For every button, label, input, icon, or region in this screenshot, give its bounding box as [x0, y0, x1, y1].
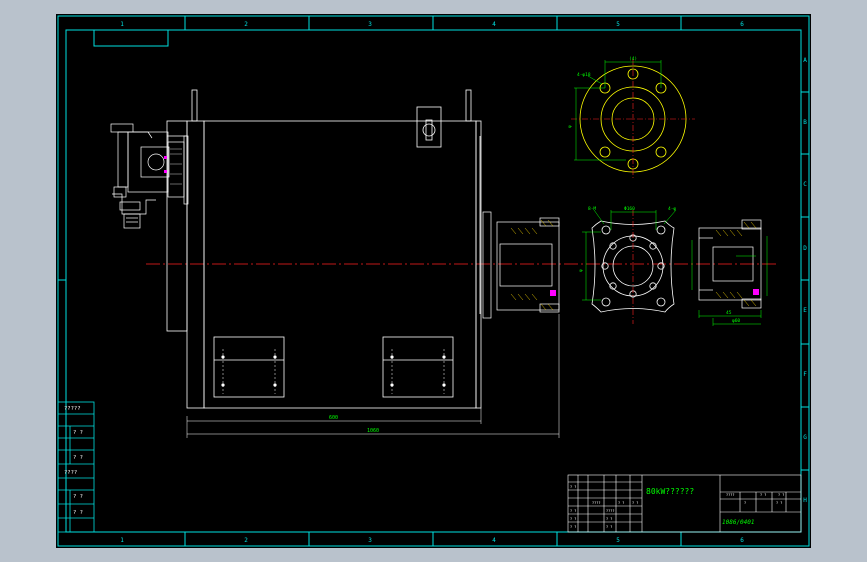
sleeve-section-dimensions: [691, 236, 768, 326]
zone-letter-d: D: [803, 245, 807, 252]
dim-width-total: 1060: [367, 428, 379, 434]
zone-letter-h: H: [803, 497, 807, 504]
svg-text:?: ?: [744, 501, 746, 505]
zone-letter-c: C: [803, 181, 807, 188]
drawing-frame: [57, 15, 810, 547]
zone-letter-g: G: [803, 434, 807, 441]
svg-text:? ?: ? ?: [618, 501, 624, 505]
svg-text:? ?: ? ?: [570, 509, 576, 513]
zone-number-top-1: 1: [120, 21, 124, 28]
left-table-label-2: ? ?: [73, 430, 83, 436]
flange-height-dim: φ: [568, 125, 573, 128]
zone-number-bottom-6: 6: [740, 537, 744, 544]
sleeve-seal: [550, 290, 556, 296]
zone-letter-f: F: [803, 371, 807, 378]
coupling-dimensions: [582, 209, 677, 301]
zone-number-top-2: 2: [244, 21, 248, 28]
drawing-sheet: 1 2 3 4 5 6 1 2 3 4 5 6 A B C D E F G H …: [56, 14, 811, 548]
svg-text:? ?: ? ?: [778, 493, 784, 497]
company-name: 1086/0401: [722, 519, 755, 526]
flange-hole-spec: 4-φ18: [577, 72, 591, 78]
winch-main-body: [166, 89, 482, 409]
left-table-label-5: ? ?: [73, 494, 83, 500]
sleeve-hatching: [510, 219, 554, 311]
coupling-hole-right: 4-φ: [668, 206, 676, 212]
left-table-label-6: ? ?: [73, 510, 83, 516]
svg-text:? ?: ? ?: [632, 501, 638, 505]
sleeve-section-hatching: [715, 221, 757, 307]
coupling-height-dim: φ: [579, 269, 584, 272]
svg-text:? ?: ? ?: [776, 501, 782, 505]
left-revision-table: [57, 401, 95, 533]
flange-top-dim: (4): [629, 56, 637, 62]
left-table-label-4: ????: [64, 470, 77, 476]
zone-letter-e: E: [803, 307, 807, 314]
zone-number-bottom-2: 2: [244, 537, 248, 544]
flange-dimensions: [574, 60, 662, 161]
svg-text:? ?: ? ?: [570, 525, 576, 529]
zone-number-top-6: 6: [740, 21, 744, 28]
svg-text:? ?: ? ?: [606, 517, 612, 521]
svg-text:? ?: ? ?: [570, 517, 576, 521]
zone-letter-b: B: [803, 119, 807, 126]
sleeve-dim-b: φ60: [732, 318, 740, 324]
cad-drawing: 1 2 3 4 5 6 1 2 3 4 5 6 A B C D E F G H …: [57, 15, 810, 547]
svg-text:? ?: ? ?: [606, 525, 612, 529]
title-block: [567, 474, 802, 533]
coupling-hole-left: 8-M: [588, 206, 596, 212]
svg-text:? ?: ? ?: [760, 493, 766, 497]
dim-width-inner: 600: [329, 415, 338, 421]
zone-number-top-4: 4: [492, 21, 496, 28]
motor-brake-assembly: [110, 123, 189, 229]
main-dimensions: [186, 314, 560, 438]
coupling-width-dim: Φ160: [624, 206, 635, 212]
output-sleeve: [482, 211, 560, 319]
zone-number-top-5: 5: [616, 21, 620, 28]
zone-number-top-3: 3: [368, 21, 372, 28]
sleeve-section-view: [698, 219, 762, 309]
sleeve-section-seal: [753, 289, 759, 295]
zone-letter-a: A: [803, 57, 807, 64]
zone-number-bottom-5: 5: [616, 537, 620, 544]
svg-text:????: ????: [606, 509, 614, 513]
zone-number-bottom-3: 3: [368, 537, 372, 544]
sleeve-dim-a: 45: [726, 310, 732, 316]
zone-number-bottom-4: 4: [492, 537, 496, 544]
zone-number-bottom-1: 1: [120, 537, 124, 544]
svg-text:????: ????: [726, 493, 734, 497]
title-block-cells: ? ?? ?? ?? ? ????????? ?? ? ? ?? ? ?????…: [570, 485, 784, 529]
brake-seal-marks: [164, 156, 167, 173]
left-table-label-1: ?????: [64, 406, 81, 412]
left-table-label-3: ? ?: [73, 455, 83, 461]
svg-text:? ?: ? ?: [570, 485, 576, 489]
brake-hatching: [170, 148, 182, 185]
drawing-title: 80kW??????: [646, 487, 694, 496]
svg-text:????: ????: [592, 501, 600, 505]
